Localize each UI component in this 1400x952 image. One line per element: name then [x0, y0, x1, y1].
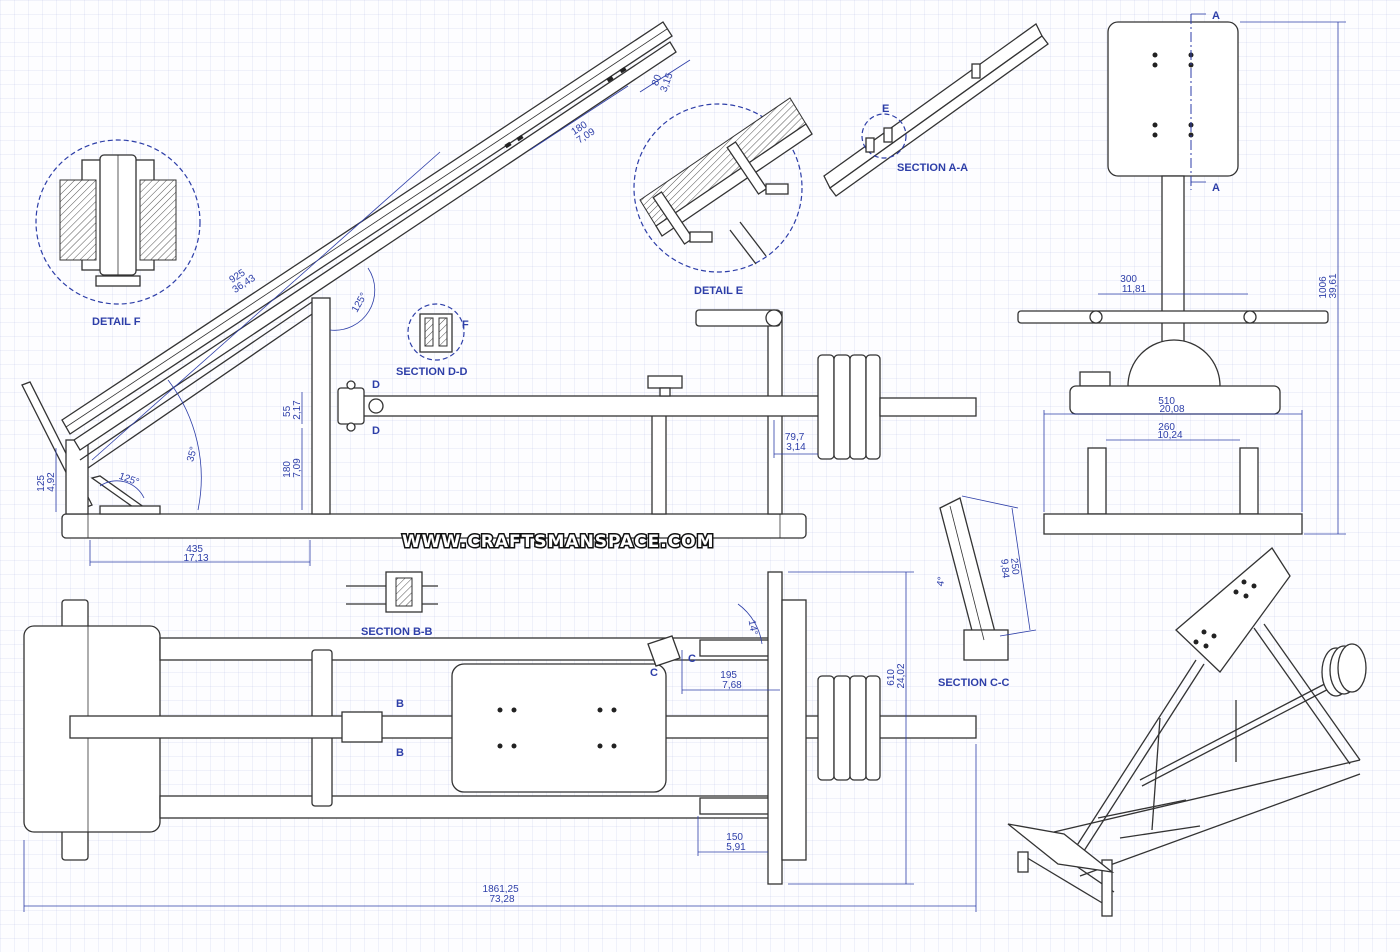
lever-arm: [339, 395, 821, 417]
angle-35: 35°: [185, 446, 200, 463]
rear-post: [311, 297, 331, 515]
dim-260: 260 10,24: [1157, 422, 1182, 441]
site-watermark: WWW.CRAFTSMANSPACE.COM: [402, 532, 715, 552]
marker-c-right: C: [688, 653, 696, 665]
detail-e-circle: [633, 103, 803, 273]
section-dd-label: SECTION D-D: [396, 366, 468, 378]
angle-14: 14°: [746, 619, 759, 636]
dim-180-board: 180 7,09: [569, 118, 597, 146]
marker-c-left: C: [650, 667, 658, 679]
dim-79-7: 79,7 3,14: [785, 432, 807, 453]
base-rail: [61, 513, 807, 539]
iso-back-pad: [1175, 547, 1291, 673]
dim-925: 925 36,43: [225, 264, 258, 295]
frame-rail-bottom: [159, 795, 771, 819]
top-view-dims: 1861,25 73,28 610 24,02 195 7,68 14° 150…: [23, 571, 977, 912]
angle-4: 4°: [935, 576, 947, 587]
section-cc: 250 9,84 4° SECTION C-C: [935, 495, 1037, 689]
section-aa-label: SECTION A-A: [897, 162, 968, 174]
angle-125-top: 125°: [350, 291, 370, 314]
weight-plate: [817, 354, 835, 460]
side-view: [21, 21, 977, 539]
dim-1006: 1006 39,61: [1318, 273, 1339, 298]
dim-300: 300 11,81: [1120, 274, 1146, 295]
isometric-view: [1007, 547, 1367, 917]
detail-f-circle: [35, 139, 201, 305]
front-view: A A: [1017, 10, 1329, 535]
front-barbell: [1017, 310, 1329, 324]
iso-foot-plate: [1007, 823, 1115, 873]
back-pad: [1107, 21, 1239, 177]
section-bb: SECTION B-B: [346, 571, 438, 638]
marker-d-top: D: [372, 379, 380, 391]
detail-f: DETAIL F: [35, 139, 201, 328]
marker-f: F: [462, 319, 469, 331]
seat-pad: [451, 663, 667, 793]
dim-1861: 1861,25 73,28: [483, 884, 522, 905]
dim-150: 150 5,91: [726, 832, 746, 853]
marker-a-top: A: [1212, 10, 1220, 22]
angle-125-bottom: 125°: [117, 471, 140, 488]
dim-610: 610 24,02: [886, 663, 907, 688]
detail-f-label: DETAIL F: [92, 316, 141, 328]
front-base: [1043, 513, 1303, 535]
marker-e: E: [882, 103, 889, 115]
foot-post: [65, 439, 89, 515]
marker-a-bottom: A: [1212, 182, 1220, 194]
dim-180-post: 180 7,09: [282, 458, 303, 478]
front-view-dims: 300 11,81 1006 39,61 510 20,08 260 10,24: [1043, 21, 1346, 535]
detail-e: DETAIL E: [633, 97, 813, 297]
marker-b-top: B: [396, 698, 404, 710]
barbell: [879, 397, 977, 417]
section-cc-label: SECTION C-C: [938, 677, 1010, 689]
section-aa: E SECTION A-A: [823, 23, 1049, 197]
handle-bar-top: [767, 571, 783, 885]
dim-55: 55 2,17: [282, 400, 303, 420]
dim-435: 435 17,13: [183, 544, 208, 564]
dim-250: 250 9,84: [998, 558, 1021, 580]
section-bb-label: SECTION B-B: [361, 626, 433, 638]
dim-125: 125 4,92: [36, 472, 57, 492]
top-view: B B C C: [23, 571, 977, 885]
dim-195: 195 7,68: [720, 670, 742, 691]
marker-b-bottom: B: [396, 747, 404, 759]
marker-d-bottom: D: [372, 425, 380, 437]
section-dd: F SECTION D-D D D: [372, 303, 469, 437]
dim-510: 510 20,08: [1158, 396, 1185, 415]
detail-e-label: DETAIL E: [694, 285, 743, 297]
cc-foot: [963, 629, 1009, 661]
